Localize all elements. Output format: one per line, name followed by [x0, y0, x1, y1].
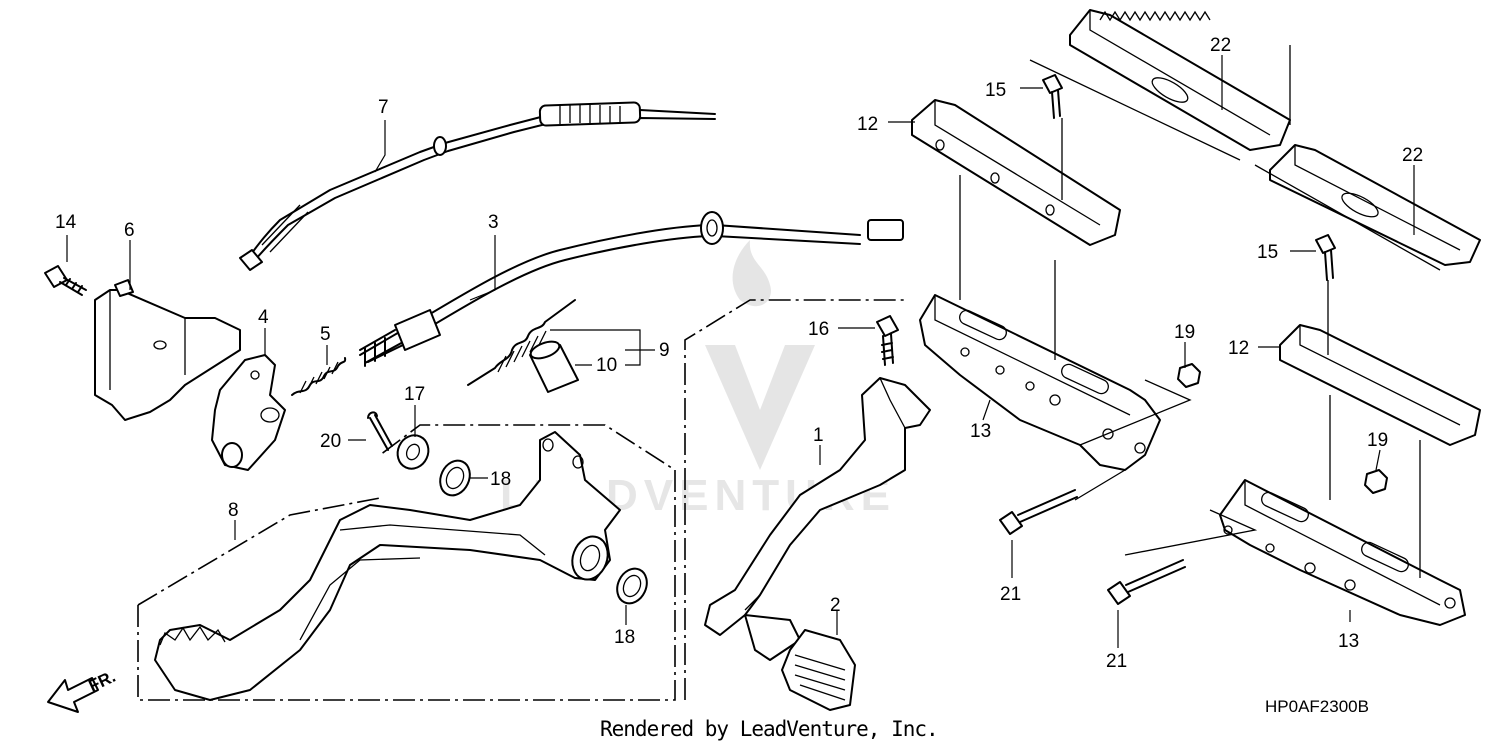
part-20-cotter-pin[interactable]	[367, 411, 393, 451]
front-arrow-icon	[47, 677, 99, 713]
part-19-nut-upper[interactable]	[1177, 363, 1201, 388]
callout-18-upper[interactable]: 18	[490, 469, 511, 490]
callout-21-lower[interactable]: 21	[1106, 651, 1127, 672]
part-10-collar[interactable]	[529, 338, 579, 393]
assembly-lines-right	[959, 118, 1421, 578]
part-17-washer[interactable]	[392, 430, 434, 473]
part-14-bolt[interactable]	[44, 265, 87, 296]
callout-7[interactable]: 7	[378, 97, 389, 118]
callout-18-lower[interactable]: 18	[614, 627, 635, 648]
part-18-seal-lower[interactable]	[612, 564, 653, 608]
callout-9[interactable]: 9	[659, 340, 670, 361]
part-22-step-rubber-lower[interactable]	[1269, 144, 1481, 266]
callout-16[interactable]: 16	[808, 319, 829, 340]
part-1-shift-pedal[interactable]	[704, 377, 931, 661]
part-18-seal-upper[interactable]	[435, 456, 476, 500]
part-6-bracket[interactable]	[94, 279, 241, 421]
group-outline-upper-right	[1029, 45, 1441, 271]
part-21-bolt-lower[interactable]	[1107, 559, 1186, 605]
part-12-step-upper[interactable]	[911, 99, 1121, 246]
callout-12-upper[interactable]: 12	[857, 114, 878, 135]
callout-5[interactable]: 5	[320, 324, 331, 345]
callout-2[interactable]: 2	[830, 595, 841, 616]
part-13-step-bracket-lower[interactable]	[1219, 479, 1466, 626]
part-16-bolt[interactable]	[876, 315, 899, 366]
callout-13-upper[interactable]: 13	[970, 421, 991, 442]
part-15-bolt-upper[interactable]	[1042, 74, 1063, 119]
callout-1[interactable]: 1	[813, 425, 824, 446]
part-4-bracket[interactable]	[211, 354, 286, 471]
callout-17[interactable]: 17	[404, 384, 425, 405]
part-5-spring[interactable]	[291, 357, 347, 396]
part-19-nut-lower[interactable]	[1364, 469, 1388, 494]
part-21-bolt-upper[interactable]	[999, 489, 1078, 535]
callout-12-lower[interactable]: 12	[1228, 338, 1249, 359]
diagram-code: HP0AF2300B	[1265, 697, 1369, 716]
part-22-step-rubber-upper[interactable]	[1069, 9, 1291, 151]
callout-19-upper[interactable]: 19	[1174, 322, 1195, 343]
callout-leaders	[66, 55, 1415, 648]
watermark-logo	[705, 240, 815, 470]
part-3-cable[interactable]	[359, 211, 904, 367]
group-outline-left	[137, 424, 676, 701]
part-2-rubber[interactable]	[781, 629, 856, 711]
callout-labels: 7 3 14 6 4 5 9 10 17 20 8 18 18 1 2 16 1…	[55, 35, 1423, 672]
callout-15-upper[interactable]: 15	[985, 80, 1006, 101]
part-7-cable[interactable]	[239, 101, 716, 271]
callout-8[interactable]: 8	[228, 500, 239, 521]
callout-20[interactable]: 20	[320, 431, 341, 452]
callout-13-lower[interactable]: 13	[1338, 631, 1359, 652]
callout-14[interactable]: 14	[55, 212, 77, 233]
part-8-brake-pedal[interactable]	[154, 431, 621, 701]
part-15-bolt-lower[interactable]	[1315, 234, 1336, 281]
callout-19-lower[interactable]: 19	[1367, 430, 1388, 451]
callout-22-upper[interactable]: 22	[1210, 35, 1231, 56]
footer-credit: Rendered by LeadVenture, Inc.	[600, 717, 939, 741]
group-outline-center	[684, 299, 905, 700]
callout-3[interactable]: 3	[488, 212, 499, 233]
callout-22-lower[interactable]: 22	[1402, 145, 1423, 166]
callout-4[interactable]: 4	[258, 307, 269, 328]
callout-21-upper[interactable]: 21	[1000, 584, 1021, 605]
part-9-spring[interactable]	[467, 299, 576, 386]
callout-15-lower[interactable]: 15	[1257, 242, 1278, 263]
callout-10[interactable]: 10	[596, 355, 617, 376]
part-12-step-lower[interactable]	[1279, 324, 1481, 446]
part-13-step-bracket-upper[interactable]	[919, 294, 1161, 471]
callout-6[interactable]: 6	[124, 220, 135, 241]
